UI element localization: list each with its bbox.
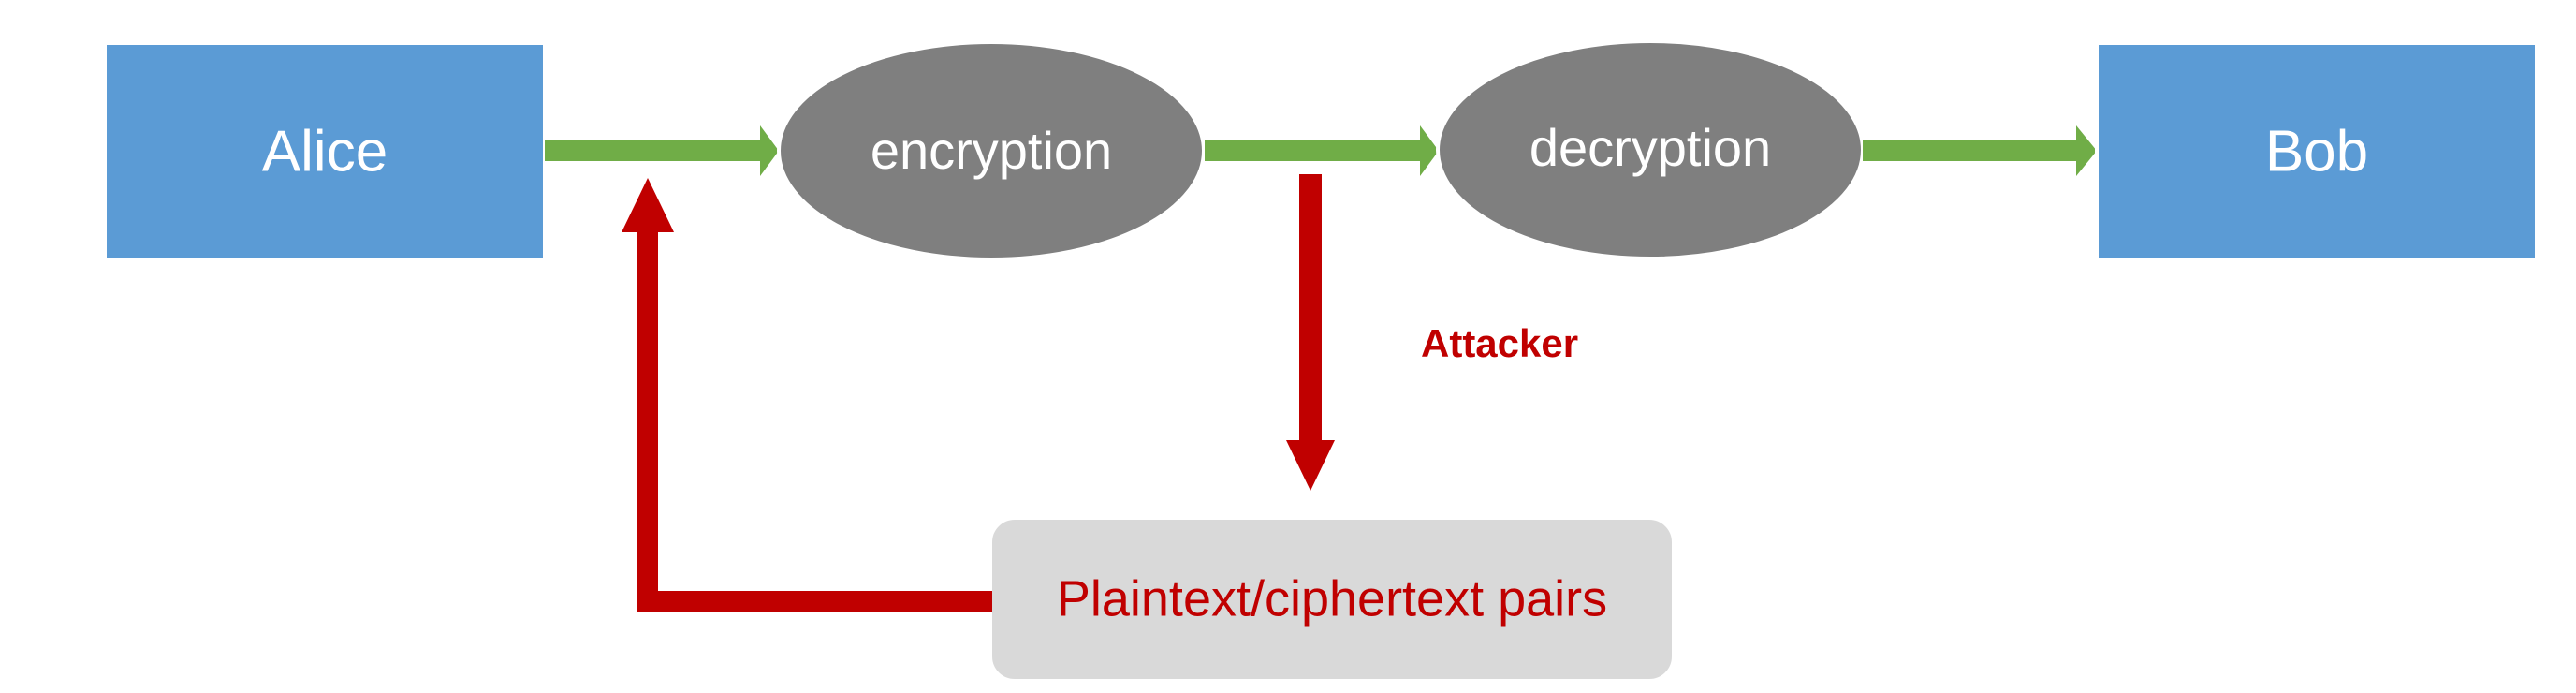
alice-box [103,41,547,262]
flow-arrowhead [760,125,779,176]
decryption-label: decryption [1530,118,1771,177]
encryption-label: encryption [871,121,1112,180]
flow-arrow-encryption-to-decryption [1205,125,1439,176]
flow-arrow-decryption-to-bob [1863,125,2097,176]
attack-arrowhead [1286,440,1335,491]
attack-arrow-shaft [1299,174,1322,446]
attack-arrow-feedback [622,178,992,612]
encryption-node: encryption [777,40,1206,261]
bob-box [2095,41,2539,262]
attacker-label: Attacker [1421,321,1578,365]
flow-arrowhead [1420,125,1439,176]
bob-label: Bob [2265,119,2368,184]
alice-label: Alice [262,119,388,184]
alice-node: Alice [103,41,547,262]
attack-arrow-intercept [1286,174,1335,491]
feedback-vertical-segment [637,225,658,612]
encryption-ellipse [777,40,1206,261]
feedback-arrowhead [622,178,674,232]
bob-node: Bob [2095,41,2539,262]
feedback-horizontal-segment [637,591,992,612]
pairs-label: Plaintext/ciphertext pairs [1057,570,1607,627]
flow-arrow-shaft [1863,140,2086,161]
decryption-node: decryption [1436,39,1865,260]
flow-arrow-alice-to-encryption [545,125,779,176]
flow-arrow-shaft [545,140,769,161]
pairs-node: Plaintext/ciphertext pairs [988,516,1676,683]
flow-arrowhead [2076,125,2097,176]
flow-arrow-shaft [1205,140,1429,161]
